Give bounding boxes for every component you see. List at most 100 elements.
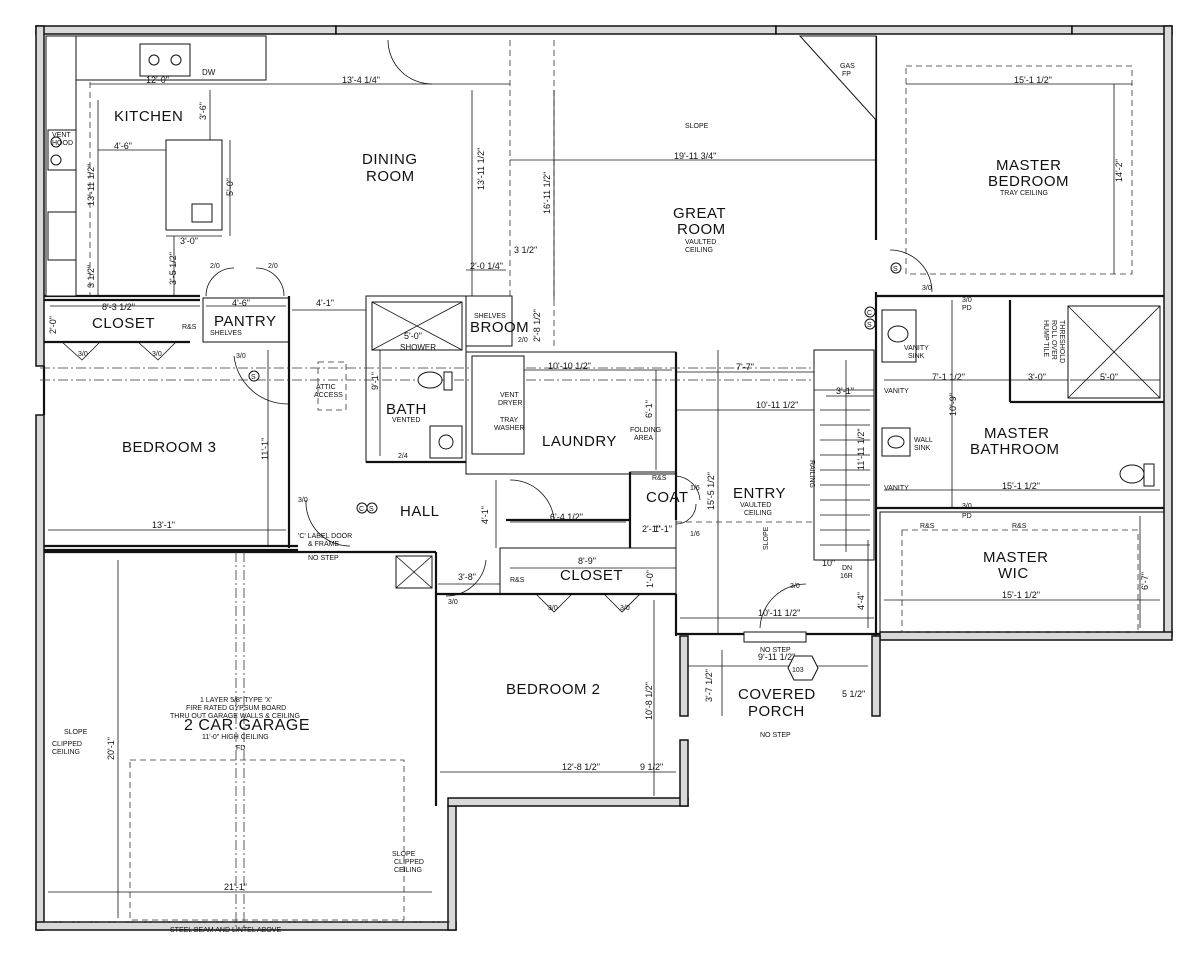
coat-label: COAT — [646, 489, 689, 506]
washer-dryer — [471, 355, 525, 455]
door-size-label: 2/0 — [210, 263, 220, 270]
entry-label: ENTRY — [733, 485, 786, 502]
folding-note-1: FOLDING — [630, 427, 661, 434]
steel-beam-note: STEEL BEAM AND LINTEL ABOVE — [170, 927, 281, 934]
fd-note: FD — [236, 745, 245, 752]
wall-sink — [881, 427, 911, 457]
dim-label: 4'-1" — [480, 506, 490, 524]
dim-label: 12'-8 1/2" — [562, 762, 600, 772]
dim-label: 6'-4 1/2" — [550, 512, 583, 522]
no-step-note-1: NO STEP — [308, 555, 339, 562]
svg-text:S: S — [369, 506, 374, 513]
dn-note-1: DN — [842, 565, 852, 572]
pantry-shelves-note: SHELVES — [210, 330, 242, 337]
dim-label: 10" — [822, 558, 835, 568]
slope-note-garage-2: SLOPE — [392, 851, 416, 858]
closet-1-label: CLOSET — [92, 315, 155, 332]
door-size-label: 3/0 — [790, 583, 800, 590]
great-room-label-1: GREAT — [673, 205, 726, 222]
dim-label: 15'-1 1/2" — [1014, 75, 1052, 85]
label-door-note-2: & FRAME — [308, 541, 339, 548]
great-room-sub-1: VAULTED — [685, 239, 716, 246]
co-detector-icon: C — [864, 306, 876, 318]
door-swings — [61, 39, 933, 629]
clipped-note-4: CEILING — [394, 867, 422, 874]
detectors: S S C S C S — [248, 262, 902, 514]
gas-fp-note-1: GAS — [840, 63, 855, 70]
fixtures — [45, 35, 1161, 681]
dim-label: 5'-0" — [225, 178, 235, 196]
master-bedroom-sub: TRAY CEILING — [1000, 190, 1048, 197]
rs-wic-note-1: R&S — [920, 523, 935, 530]
dim-label: 3 1/2" — [86, 265, 96, 288]
master-bathroom-label-2: BATHROOM — [970, 441, 1060, 458]
vanity-note-1: VANITY — [884, 388, 909, 395]
master-wic-label-1: MASTER — [983, 549, 1049, 566]
hall-label: HALL — [400, 503, 440, 520]
dim-label: 13'-4 1/4" — [342, 75, 380, 85]
dim-label: 13'-11 1/2" — [86, 164, 96, 206]
elevation-marker — [787, 655, 819, 681]
door-size-label: 1/6 — [690, 485, 700, 492]
pantry-label: PANTRY — [214, 313, 276, 330]
room-labels: KITCHEN DINING ROOM GREAT ROOM VAULTED C… — [92, 108, 1069, 741]
vent-dryer-note-1: VENT — [500, 392, 519, 399]
dim-label: 2'-1" — [642, 524, 660, 534]
bedroom-3-label: BEDROOM 3 — [122, 439, 217, 456]
door-size-label: 3/0 — [78, 351, 88, 358]
master-wic-label-2: WIC — [998, 565, 1029, 582]
tray-washer-note-1: TRAY — [500, 417, 518, 424]
svg-text:S: S — [893, 266, 898, 273]
great-room-sub-2: CEILING — [685, 247, 713, 254]
door-size-label: 2/4 — [398, 453, 408, 460]
dim-label: 5'-0" — [404, 331, 422, 341]
pd-note-1: PD — [962, 305, 972, 312]
clipped-note-1: CLIPPED — [52, 741, 82, 748]
door-size-label: 3/0 — [236, 353, 246, 360]
door-size-label: 3/0 — [962, 503, 972, 510]
door-size-label: 3/0 — [962, 297, 972, 304]
dim-label: 8'-3 1/2" — [102, 302, 135, 312]
vanity-sink — [881, 309, 917, 363]
entry-sub-1: VAULTED — [740, 502, 771, 509]
vent-dryer-note-2: DRYER — [498, 400, 522, 407]
no-step-note-2: NO STEP — [760, 647, 791, 654]
bath-toilet — [417, 371, 443, 389]
dim-label: 3'-8" — [458, 572, 476, 582]
dim-label: 19'-11 3/4" — [674, 151, 716, 161]
gypsum-note-3: THRU OUT GARAGE WALLS & CEILING — [170, 713, 300, 720]
dim-label: 10'-11 1/2" — [758, 608, 800, 618]
dim-label: 10'-10 1/2" — [548, 361, 591, 371]
dim-label: 5'-0" — [1100, 372, 1118, 382]
dim-label: 7'-7" — [736, 362, 754, 372]
dim-label: 21'-1" — [224, 882, 247, 892]
door-size-label: 3/0 — [152, 351, 162, 358]
vanity-sink-note-1: VANITY — [904, 345, 929, 352]
refrigerator — [47, 211, 77, 261]
dim-label: 5 1/2" — [842, 689, 865, 699]
closet-rs-note: R&S — [182, 324, 197, 331]
great-room-label-2: ROOM — [677, 221, 726, 238]
elevation-note: 103 — [792, 667, 804, 674]
slope-note-garage: SLOPE — [64, 729, 88, 736]
dim-label: 10'-9" — [948, 393, 958, 416]
master-bedroom-label-2: BEDROOM — [988, 173, 1069, 190]
smoke-detector-icon: S — [248, 370, 260, 382]
railing-note: RAILING — [808, 460, 815, 488]
dn-note-2: 16R — [840, 573, 853, 580]
rs-wic-note-2: R&S — [1012, 523, 1027, 530]
laundry-label: LAUNDRY — [542, 433, 617, 450]
broom-label: BROOM — [470, 319, 529, 336]
gypsum-note-1: 1 LAYER 5/8" TYPE 'X' — [200, 697, 272, 704]
garage-sub: 11'-0" HIGH CEILING — [202, 734, 269, 741]
svg-text:C: C — [359, 506, 364, 513]
vent-hood-note-2: HOOD — [52, 140, 73, 147]
dim-label: 6'-7" — [1140, 572, 1150, 590]
dim-label: 9'-1" — [370, 372, 380, 390]
attic-note-2: ACCESS — [314, 392, 343, 399]
dimension-labels: 12'-0" 13'-4 1/4" 3'-6" 4'-6" 5'-0" 3'-0… — [48, 75, 1150, 892]
dim-label: 2'-0" — [48, 316, 58, 334]
dim-label: 3'-7 1/2" — [704, 669, 714, 702]
closet-2-label: CLOSET — [560, 567, 623, 584]
master-bathroom-label-1: MASTER — [984, 425, 1050, 442]
